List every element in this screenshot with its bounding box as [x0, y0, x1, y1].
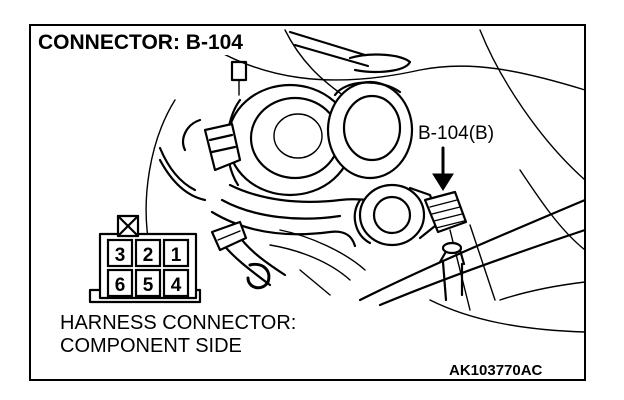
connector-title: CONNECTOR: B-104 [34, 30, 249, 55]
pin-cell-3 [106, 238, 134, 268]
pin-number: 2 [143, 245, 154, 266]
pin-number: 5 [143, 275, 154, 296]
pin-number: 3 [115, 245, 126, 266]
pinout-face: 3 2 1 6 5 4 [88, 214, 202, 304]
pin-cell-6 [106, 268, 134, 298]
harness-label-line-2: COMPONENT SIDE [60, 335, 242, 357]
pin-cell-2 [134, 238, 162, 268]
callout-arrow [432, 146, 454, 191]
harness-label-line-1: HARNESS CONNECTOR: [60, 312, 297, 334]
diagram-frame [29, 24, 586, 381]
engine-bay-drawing [145, 29, 587, 333]
reference-code: AK103770AC [446, 362, 546, 379]
connector-callout-label: B-104(B) [418, 123, 495, 144]
pin-cell-4 [162, 268, 190, 298]
pin-number: 4 [171, 275, 182, 296]
pin-number: 6 [115, 275, 126, 296]
pin-cell-1 [162, 238, 190, 268]
pin-cell-5 [134, 268, 162, 298]
pin-number: 1 [171, 245, 182, 266]
